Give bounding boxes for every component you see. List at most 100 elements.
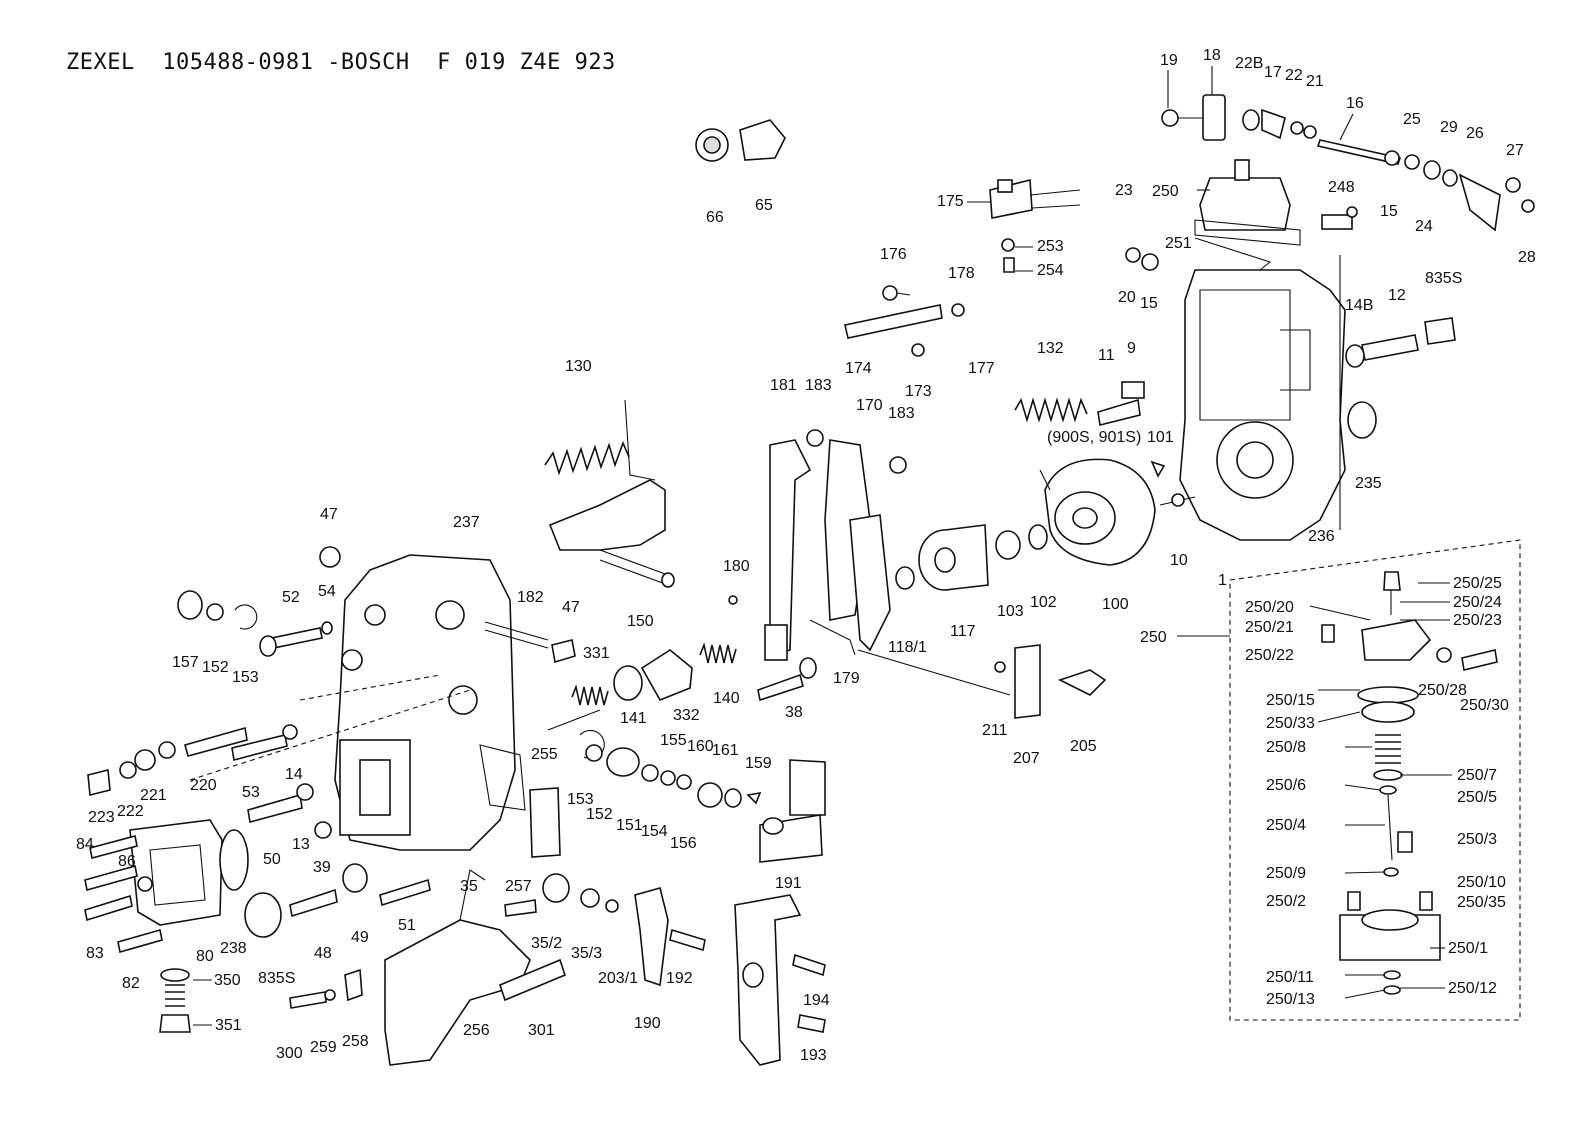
callout-label: 51: [398, 917, 416, 934]
cap-835s-right: [1424, 317, 1456, 345]
callout-label: 101: [1147, 429, 1174, 446]
spring-130: [544, 440, 630, 476]
callout-label: 351: [215, 1017, 242, 1034]
callout-label: 117: [950, 623, 976, 640]
callout-label: 29: [1440, 119, 1458, 136]
bolt-11: [1097, 398, 1141, 426]
oring-152: [206, 603, 224, 621]
circlip-153: [234, 604, 258, 630]
cover-80: [129, 819, 223, 926]
governor-cover-housing: [1179, 269, 1346, 541]
callout-label: 49: [351, 929, 369, 946]
bolt-53: [231, 734, 288, 761]
callout-label: 152: [202, 659, 229, 676]
callout-label: 160: [687, 738, 714, 755]
callout-label: 161: [712, 742, 739, 759]
screw-220: [184, 726, 248, 757]
washer-15: [1141, 253, 1159, 271]
callout-label: 15: [1380, 203, 1398, 220]
washer-103: [995, 530, 1021, 560]
lever-shaft-150: [548, 399, 675, 588]
callout-label: 250/8: [1266, 739, 1306, 756]
bolt-51: [379, 878, 431, 907]
bolt-192: [669, 928, 706, 952]
bolt-47: [551, 639, 576, 664]
callout-label: 53: [242, 784, 260, 801]
callout-label: 23: [1115, 182, 1133, 199]
callout-label: 835S: [1425, 270, 1462, 287]
callout-label: 54: [318, 583, 336, 600]
callout-label: 13: [292, 836, 310, 853]
callout-label: 259: [310, 1039, 337, 1056]
pin-180: [728, 595, 738, 605]
callout-label: 47: [562, 599, 580, 616]
bolt-82: [117, 928, 163, 954]
callout-label: 223: [88, 809, 115, 826]
callout-label: 26: [1466, 125, 1484, 142]
callout-label: 250/2: [1266, 893, 1306, 910]
nut-54: [319, 546, 341, 568]
callout-label: 180: [723, 558, 750, 575]
callout-label: 237: [453, 514, 480, 531]
callout-label: 250/30: [1460, 697, 1509, 714]
callout-label: 65: [755, 197, 773, 214]
callout-label: 28: [1518, 249, 1536, 266]
callout-label: 17: [1264, 64, 1282, 81]
callout-label: 331: [583, 645, 610, 662]
callout-label: 253: [1037, 238, 1064, 255]
callout-label: 156: [670, 835, 697, 852]
leader-lines: [193, 66, 1452, 1026]
callout-labels: 19 18 22B 17 22 21 16 25 29 26 27 28 23 …: [76, 47, 1536, 1064]
callout-label: 84: [76, 836, 94, 853]
nut-332: [640, 649, 693, 702]
corrector-lever-170: [809, 439, 907, 656]
callout-label: 250/21: [1245, 619, 1294, 636]
bolt-257: [504, 899, 537, 917]
callout-label: 238: [220, 940, 247, 957]
callout-label: 140: [713, 690, 740, 707]
callout-label: 250/35: [1457, 894, 1506, 911]
callout-label: 250/9: [1266, 865, 1306, 882]
callout-label: 258: [342, 1033, 369, 1050]
callout-label: 222: [117, 803, 144, 820]
flyweight-holder-100: [1044, 458, 1156, 566]
callout-label: 250/33: [1266, 715, 1315, 732]
governor-housing-237: [334, 554, 526, 851]
callout-label: 174: [845, 360, 872, 377]
callout-label: 66: [706, 209, 724, 226]
callout-label: 221: [140, 787, 167, 804]
callout-label: 220: [190, 777, 217, 794]
assembly-250-boundary: [1229, 539, 1521, 1021]
parts-artwork: [84, 94, 1535, 1066]
callout-label: 178: [948, 265, 975, 282]
plug-157: [177, 590, 203, 620]
plate-301: [499, 958, 566, 1002]
callout-label: 48: [314, 945, 332, 962]
callout-label: 19: [1160, 52, 1178, 69]
callout-label: 35/3: [571, 945, 602, 962]
callout-label: 132: [1037, 340, 1064, 357]
link-rod-176: [844, 285, 965, 357]
callout-label: 154: [641, 823, 668, 840]
callout-label: 152: [586, 806, 613, 823]
washer-118-1: [895, 566, 915, 590]
callout-label: 203/1: [598, 970, 638, 987]
callout-label: 183: [888, 405, 915, 422]
bolt-300: [289, 991, 327, 1009]
callout-label: 192: [666, 970, 693, 987]
bolt-38: [757, 673, 804, 702]
callout-label: 181: [770, 377, 797, 394]
callout-label: 38: [785, 704, 803, 721]
sleeve-160: [697, 782, 723, 808]
piston-151: [606, 747, 640, 777]
callout-label: 25: [1403, 111, 1421, 128]
callout-label: 150: [627, 613, 654, 630]
pin-205: [1057, 669, 1107, 696]
callout-label: 250: [1140, 629, 1167, 646]
callout-label: 14B: [1345, 297, 1373, 314]
callout-label: 27: [1506, 142, 1524, 159]
callout-label: 250/24: [1453, 594, 1502, 611]
callout-label: 15: [1140, 295, 1158, 312]
callout-label: 250/15: [1266, 692, 1315, 709]
